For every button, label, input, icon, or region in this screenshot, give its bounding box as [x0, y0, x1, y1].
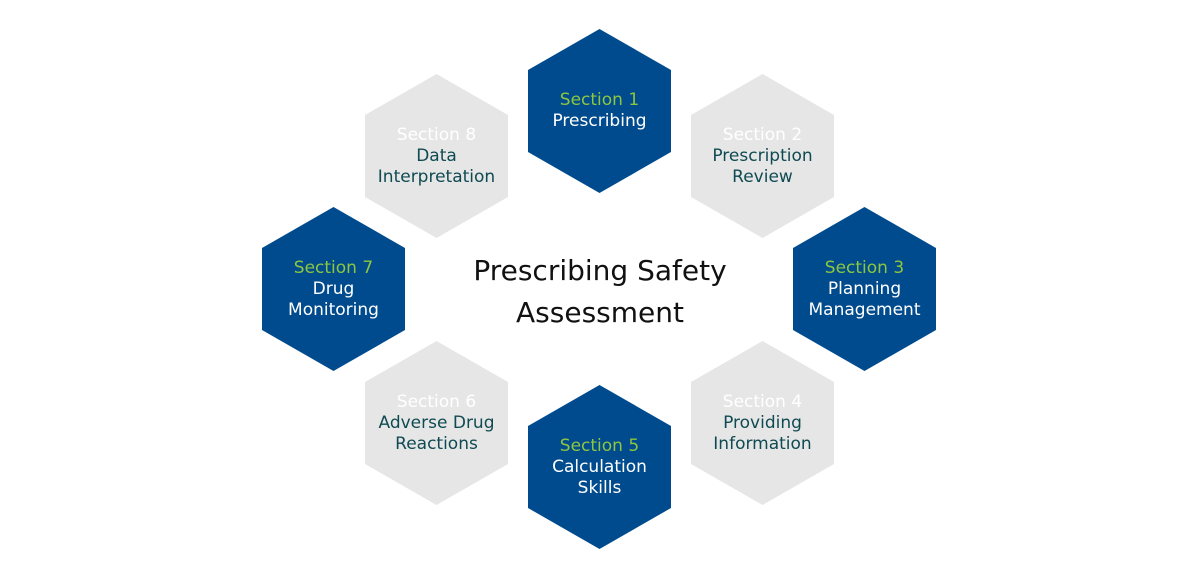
hexagon-section-8: Section 8 Data Interpretation — [365, 74, 508, 238]
section-label-line: Interpretation — [377, 166, 496, 187]
hexagon-section-6: Section 6 Adverse Drug Reactions — [365, 341, 508, 505]
section-label-line: Prescribing — [552, 111, 647, 131]
title-line-2: Assessment — [516, 296, 684, 329]
hexagon-section-2: Section 2 Prescription Review — [691, 74, 834, 238]
hexagon-section-3: Section 3 Planning Management — [793, 207, 936, 371]
section-label-line: Prescription — [712, 145, 813, 166]
diagram-title: Prescribing Safety Assessment — [430, 250, 770, 334]
section-label-line: Adverse Drug — [378, 412, 495, 433]
section-number: Section 1 — [559, 90, 640, 110]
section-label-line: Information — [713, 433, 812, 454]
section-label-line: Reactions — [395, 433, 478, 454]
section-number: Section 5 — [559, 435, 640, 456]
hexagon-section-4: Section 4 Providing Information — [691, 341, 834, 505]
section-number: Section 8 — [396, 124, 477, 145]
section-label-line: Providing — [723, 412, 802, 433]
section-label-line: Drug — [312, 278, 355, 299]
hexagon-section-1: Section 1 Prescribing — [528, 29, 671, 193]
section-label-line: Planning — [827, 278, 902, 299]
section-label-line: Calculation — [552, 456, 647, 477]
title-line-1: Prescribing Safety — [473, 254, 727, 287]
section-number: Section 6 — [396, 391, 477, 412]
section-number: Section 2 — [722, 124, 803, 145]
section-number: Section 7 — [293, 257, 374, 278]
section-number: Section 4 — [722, 391, 803, 412]
section-label-line: Skills — [577, 477, 622, 498]
section-number: Section 3 — [824, 257, 905, 278]
section-label-line: Monitoring — [288, 299, 379, 320]
hexagon-section-5: Section 5 Calculation Skills — [528, 385, 671, 549]
hexagon-section-7: Section 7 Drug Monitoring — [262, 207, 405, 371]
section-label-line: Management — [808, 299, 921, 320]
section-label-line: Data — [416, 145, 457, 166]
section-label-line: Review — [732, 166, 793, 187]
